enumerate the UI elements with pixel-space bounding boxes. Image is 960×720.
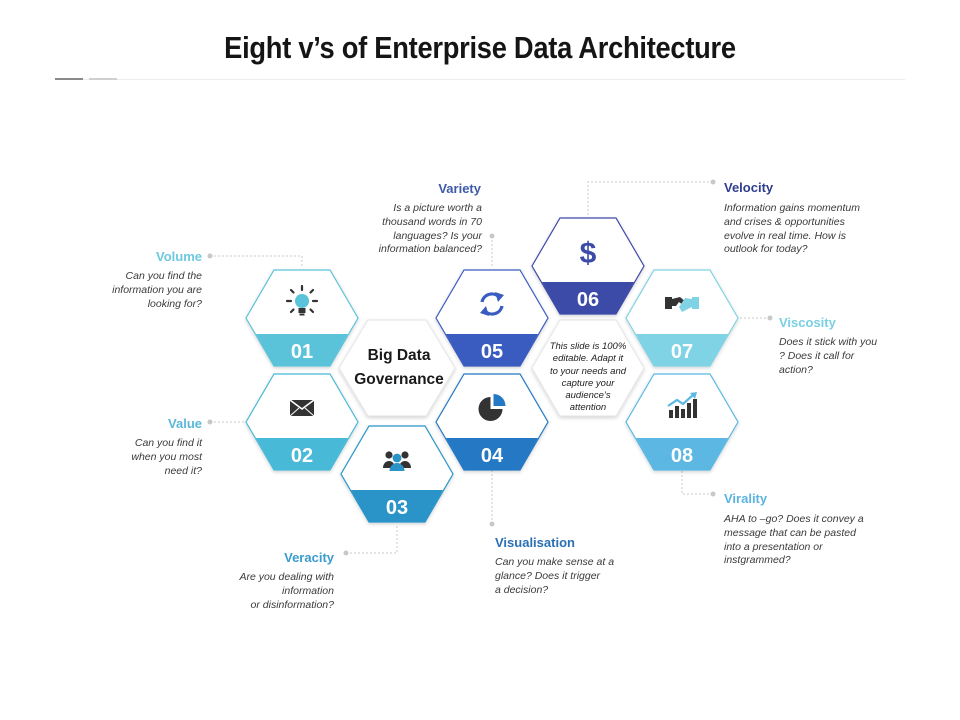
connector-dot-03	[343, 550, 349, 556]
refresh-icon	[480, 292, 504, 316]
hexagon-number: 03	[386, 497, 408, 519]
desc-viscosity: Does it stick with you ? Does it call fo…	[779, 336, 878, 376]
desc-virality: AHA to –go? Does it convey a message tha…	[724, 513, 864, 567]
connector-dot-01	[207, 253, 213, 259]
hexagon-01: 01	[245, 269, 359, 367]
desc-veracity: Are you dealing with information or disi…	[239, 571, 334, 611]
connector-06	[587, 181, 713, 216]
divider-accent-light	[89, 78, 117, 80]
desc-volume: Can you find the information you are loo…	[112, 270, 202, 310]
hexagon-05: 05	[435, 269, 549, 367]
label-velocity: Velocity	[724, 180, 774, 195]
connector-dot-05	[489, 233, 495, 239]
hexagon-number: 07	[671, 341, 693, 363]
desc-visualisation: Can you make sense at a glance? Does it …	[495, 556, 615, 596]
desc-value: Can you find it when you most need it?	[131, 437, 202, 477]
connector-dot-06	[710, 179, 716, 185]
label-variety: Variety	[438, 181, 481, 196]
divider-accent-dark	[55, 78, 83, 80]
connector-08	[681, 468, 713, 495]
hexagon-03: 03	[340, 425, 454, 523]
hexagon-08: 08	[625, 373, 739, 471]
hexagon-band	[446, 438, 538, 470]
hexagon-band	[351, 490, 443, 522]
hexagon-band	[256, 334, 348, 366]
center-heading: Big Data Governance	[354, 347, 444, 388]
center-note: This slide is 100% editable. Adapt it to…	[549, 341, 627, 414]
desc-variety: Is a picture worth a thousand words in 7…	[378, 202, 482, 256]
hexagon-band	[636, 334, 728, 366]
lightbulb-icon	[285, 284, 319, 316]
hexagon-number: 04	[481, 445, 504, 467]
hexagon-band	[446, 334, 538, 366]
label-veracity: Veracity	[284, 550, 334, 565]
connector-01	[210, 255, 303, 268]
page-title: Eight v’s of Enterprise Data Architectur…	[224, 30, 736, 65]
hexagon-02: 02	[245, 373, 359, 471]
hexagon-06: 06 $	[531, 217, 645, 315]
hexagon-number: 01	[291, 341, 313, 363]
hexagon-number: 08	[671, 445, 693, 467]
people-icon	[383, 451, 411, 471]
hexagon-band	[636, 438, 728, 470]
label-value: Value	[168, 416, 202, 431]
growth-chart-icon	[667, 392, 697, 418]
pie-chart-icon	[478, 394, 506, 422]
label-visualisation: Visualisation	[495, 535, 575, 550]
connectors	[210, 181, 770, 554]
connector-dot-07	[767, 315, 773, 321]
connector-dot-08	[710, 491, 716, 497]
note-hexagon	[531, 319, 645, 417]
label-viscosity: Viscosity	[779, 315, 836, 330]
hexagon-07: 07	[625, 269, 739, 367]
hexagon-band	[256, 438, 348, 470]
hexagon-number: 05	[481, 341, 503, 363]
hexagon-number: 02	[291, 445, 313, 467]
desc-velocity: Information gains momentum and crises & …	[724, 202, 860, 256]
center-hexagon	[338, 319, 456, 417]
envelope-icon	[289, 399, 315, 417]
hexagon-band	[542, 282, 634, 314]
title-divider	[55, 79, 905, 80]
connector-dot-02	[207, 419, 213, 425]
svg-text:$: $	[580, 237, 597, 270]
connector-dot-04	[489, 521, 495, 527]
label-virality: Virality	[724, 491, 768, 506]
label-volume: Volume	[156, 249, 202, 264]
connector-dots	[207, 179, 773, 556]
hexagon-number: 06	[577, 289, 599, 311]
hexagon-04: 04	[435, 373, 549, 471]
dollar-icon: $	[580, 237, 597, 270]
handshake-icon	[665, 297, 699, 312]
connector-03	[346, 524, 398, 554]
